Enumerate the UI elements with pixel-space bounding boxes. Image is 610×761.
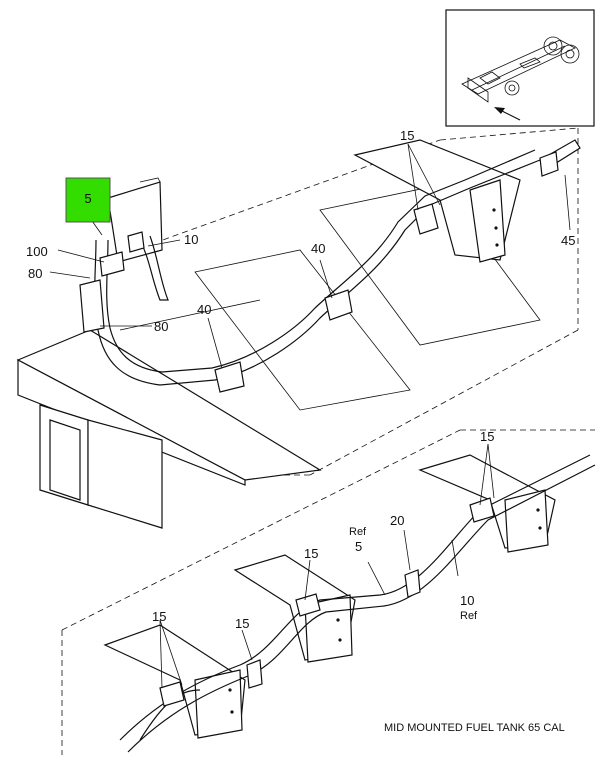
callout-box-5[interactable]: [65, 177, 111, 223]
label-15-clip: 15: [235, 616, 249, 631]
label-80-b: 80: [154, 319, 168, 334]
truck-chassis-locator-icon: [461, 36, 580, 103]
label-15-mid: 15: [304, 546, 318, 561]
label-20: 20: [390, 513, 404, 528]
lower-fuel-line: [119, 454, 596, 753]
label-45: 45: [561, 233, 575, 248]
label-15-right: 15: [480, 429, 494, 444]
arrow-icon: [494, 107, 521, 121]
upper-fuel-line: [79, 139, 581, 393]
locator-inset: [445, 9, 595, 127]
label-40-b: 40: [197, 302, 211, 317]
upper-frame-assembly: [16, 139, 541, 529]
label-5: 5: [355, 539, 362, 554]
lower-detail-boundary: [61, 429, 595, 755]
lower-frame-assembly: [103, 454, 556, 739]
caption: MID MOUNTED FUEL TANK 65 CAL: [384, 722, 565, 734]
label-40-a: 40: [311, 241, 325, 256]
label-ref-b: Ref: [460, 610, 478, 622]
label-10-top: 10: [184, 232, 198, 247]
callout-label[interactable]: 5: [84, 191, 91, 206]
callout-highlight[interactable]: 5: [65, 177, 111, 223]
label-80-a: 80: [28, 266, 42, 281]
label-15-left: 15: [152, 609, 166, 624]
leader-lines: [49, 143, 571, 689]
label-ref-a: Ref: [349, 526, 367, 538]
label-10-bottom: 10: [460, 593, 474, 608]
label-15-top: 15: [400, 128, 414, 143]
label-100: 100: [26, 244, 48, 259]
